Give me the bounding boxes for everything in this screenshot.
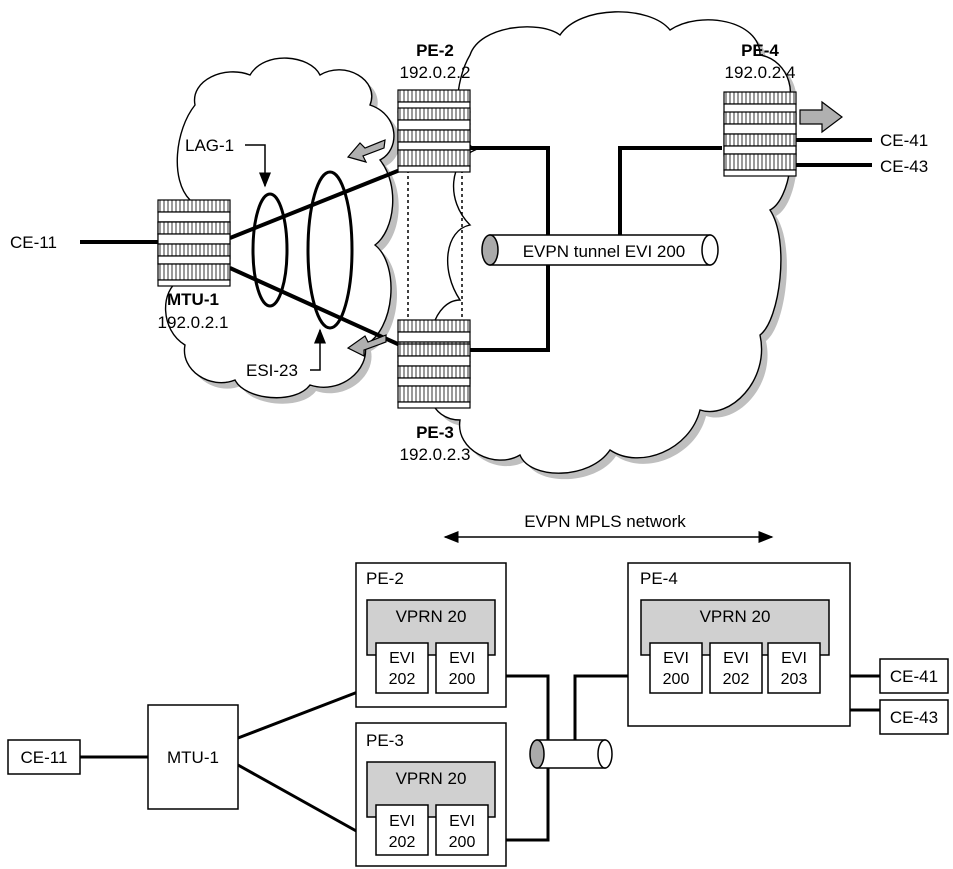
pe4-evi-a-1: EVI — [663, 650, 689, 667]
lag-leader — [245, 144, 271, 188]
lag-ellipse — [251, 192, 289, 308]
pe4-evi-b-2: 202 — [723, 671, 750, 688]
pe4-ip: 192.0.2.4 — [725, 63, 796, 82]
pe3-name: PE-3 — [416, 423, 454, 442]
network-label: EVPN MPLS network — [524, 512, 686, 531]
pe4-box-label: PE-4 — [640, 569, 678, 588]
pe4-name: PE-4 — [741, 41, 779, 60]
pe4-vprn: VPRN 20 — [700, 607, 771, 626]
router-pe2-icon2 — [397, 107, 471, 173]
tunnel-label: EVPN tunnel EVI 200 — [523, 242, 686, 261]
ce43-box — [879, 699, 949, 735]
pe2-evi-b-1: EVI — [449, 650, 475, 667]
direction-arrows — [346, 100, 843, 357]
ce11-box — [7, 739, 81, 775]
top-ce43: CE-43 — [880, 157, 928, 176]
pe2-ip: 192.0.2.2 — [400, 63, 471, 82]
esi-label: ESI-23 — [246, 361, 298, 380]
mtu1-box-label: MTU-1 — [167, 748, 219, 767]
pe4-evi-a-2: 200 — [663, 671, 690, 688]
pe2-evi-b-2: 200 — [449, 671, 476, 688]
top-ce11: CE-11 — [10, 233, 57, 252]
mtu1-ip: 192.0.2.1 — [158, 313, 229, 332]
pe4-evi-c-2: 203 — [781, 671, 808, 688]
pe2-vprn: VPRN 20 — [396, 607, 467, 626]
mtu1-box — [147, 704, 239, 810]
evpn-tunnel — [481, 234, 719, 266]
ce43-label: CE-43 — [890, 708, 938, 727]
router-pe3-icon — [397, 319, 471, 409]
pe3-ip: 192.0.2.3 — [400, 445, 471, 464]
pe2-evi-a-1: EVI — [389, 650, 415, 667]
pe4-evi-c-1: EVI — [781, 650, 807, 667]
ce41-label: CE-41 — [890, 667, 938, 686]
pe3-box-label: PE-3 — [366, 731, 404, 750]
top-ce41: CE-41 — [880, 131, 928, 150]
pe4-evi-b-1: EVI — [723, 650, 749, 667]
esi-ellipse — [306, 170, 354, 330]
router-mtu1-icon — [157, 199, 231, 287]
pe3-vprn: VPRN 20 — [396, 769, 467, 788]
pe2-box-label: PE-2 — [366, 569, 404, 588]
pe2-evi-a-2: 202 — [389, 671, 416, 688]
lag-label: LAG-1 — [185, 136, 234, 155]
pe3-evi-a-1: EVI — [389, 813, 415, 830]
router-pe4-icon — [723, 91, 797, 177]
bottom-tunnel — [529, 739, 613, 769]
ce11-label: CE-11 — [21, 748, 68, 767]
esi-leader — [310, 328, 326, 371]
pe3-evi-a-2: 202 — [389, 834, 416, 851]
pe3-evi-b-1: EVI — [449, 813, 475, 830]
pe4-box: PE-4 VPRN 20 EVI 200 EVI 202 EVI 203 — [627, 562, 851, 727]
pe2-name: PE-2 — [416, 41, 454, 60]
ce41-box — [879, 658, 949, 694]
pe3-evi-b-2: 200 — [449, 834, 476, 851]
pe3-box: PE-3 VPRN 20 EVI 202 EVI 200 — [355, 722, 507, 867]
pe2-box: PE-2 VPRN 20 EVI 202 EVI 200 — [355, 562, 507, 708]
mtu1-name: MTU-1 — [167, 290, 219, 309]
